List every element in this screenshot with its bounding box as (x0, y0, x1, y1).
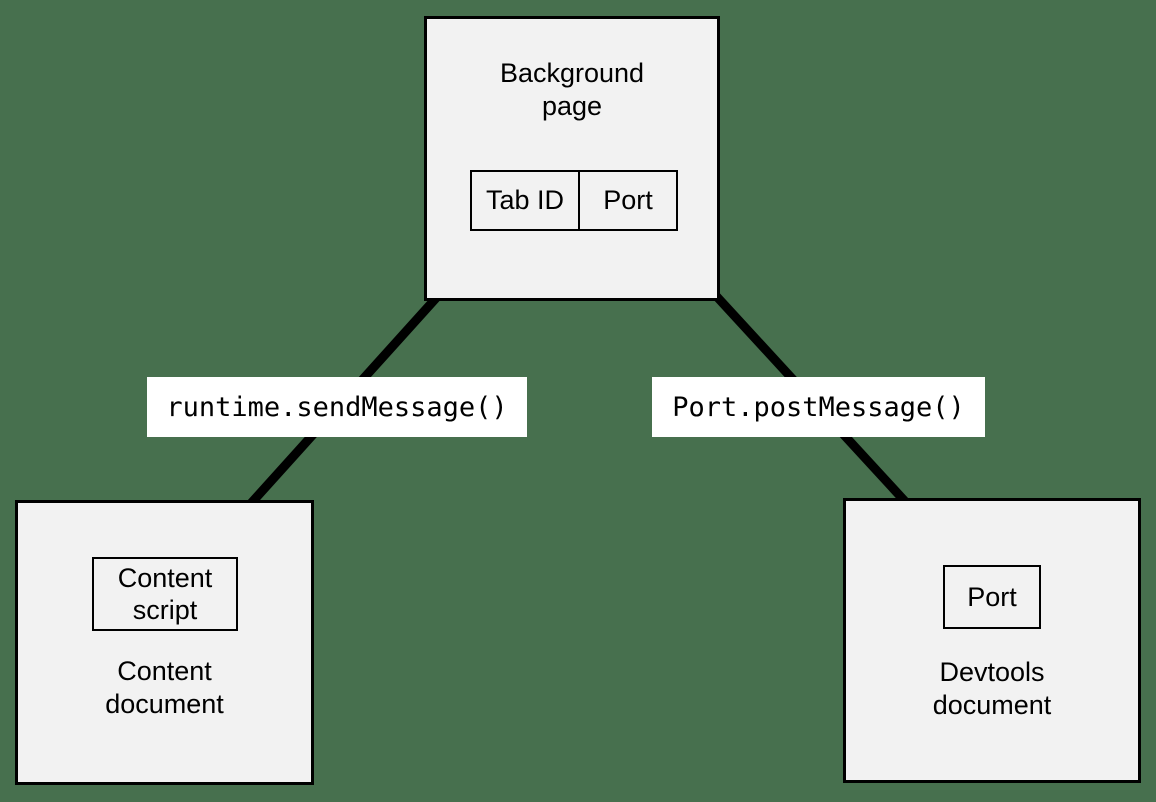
content-script-label: Content script (117, 562, 213, 625)
table-cell-tab-id-label: Tab ID (485, 185, 565, 216)
table-cell-port-label: Port (603, 185, 653, 216)
table-cell-tab-id: Tab ID (472, 172, 580, 229)
content-document-title: Content document (105, 656, 224, 719)
background-page-title: Background page (499, 58, 645, 121)
edge-label-port-post-message: Port.postMessage() (652, 377, 985, 437)
node-devtools-port: Port (943, 565, 1041, 629)
node-content-document: Content document (15, 500, 314, 785)
node-background-page: Background page (424, 16, 720, 301)
devtools-port-label: Port (967, 581, 1017, 612)
node-content-script: Content script (92, 557, 238, 631)
background-page-mapping-table: Tab ID Port (470, 170, 678, 231)
table-cell-port: Port (580, 172, 676, 229)
edge-label-runtime-send-message: runtime.sendMessage() (147, 377, 527, 437)
node-devtools-document: Devtools document (843, 498, 1141, 783)
devtools-document-title: Devtools document (932, 657, 1052, 720)
